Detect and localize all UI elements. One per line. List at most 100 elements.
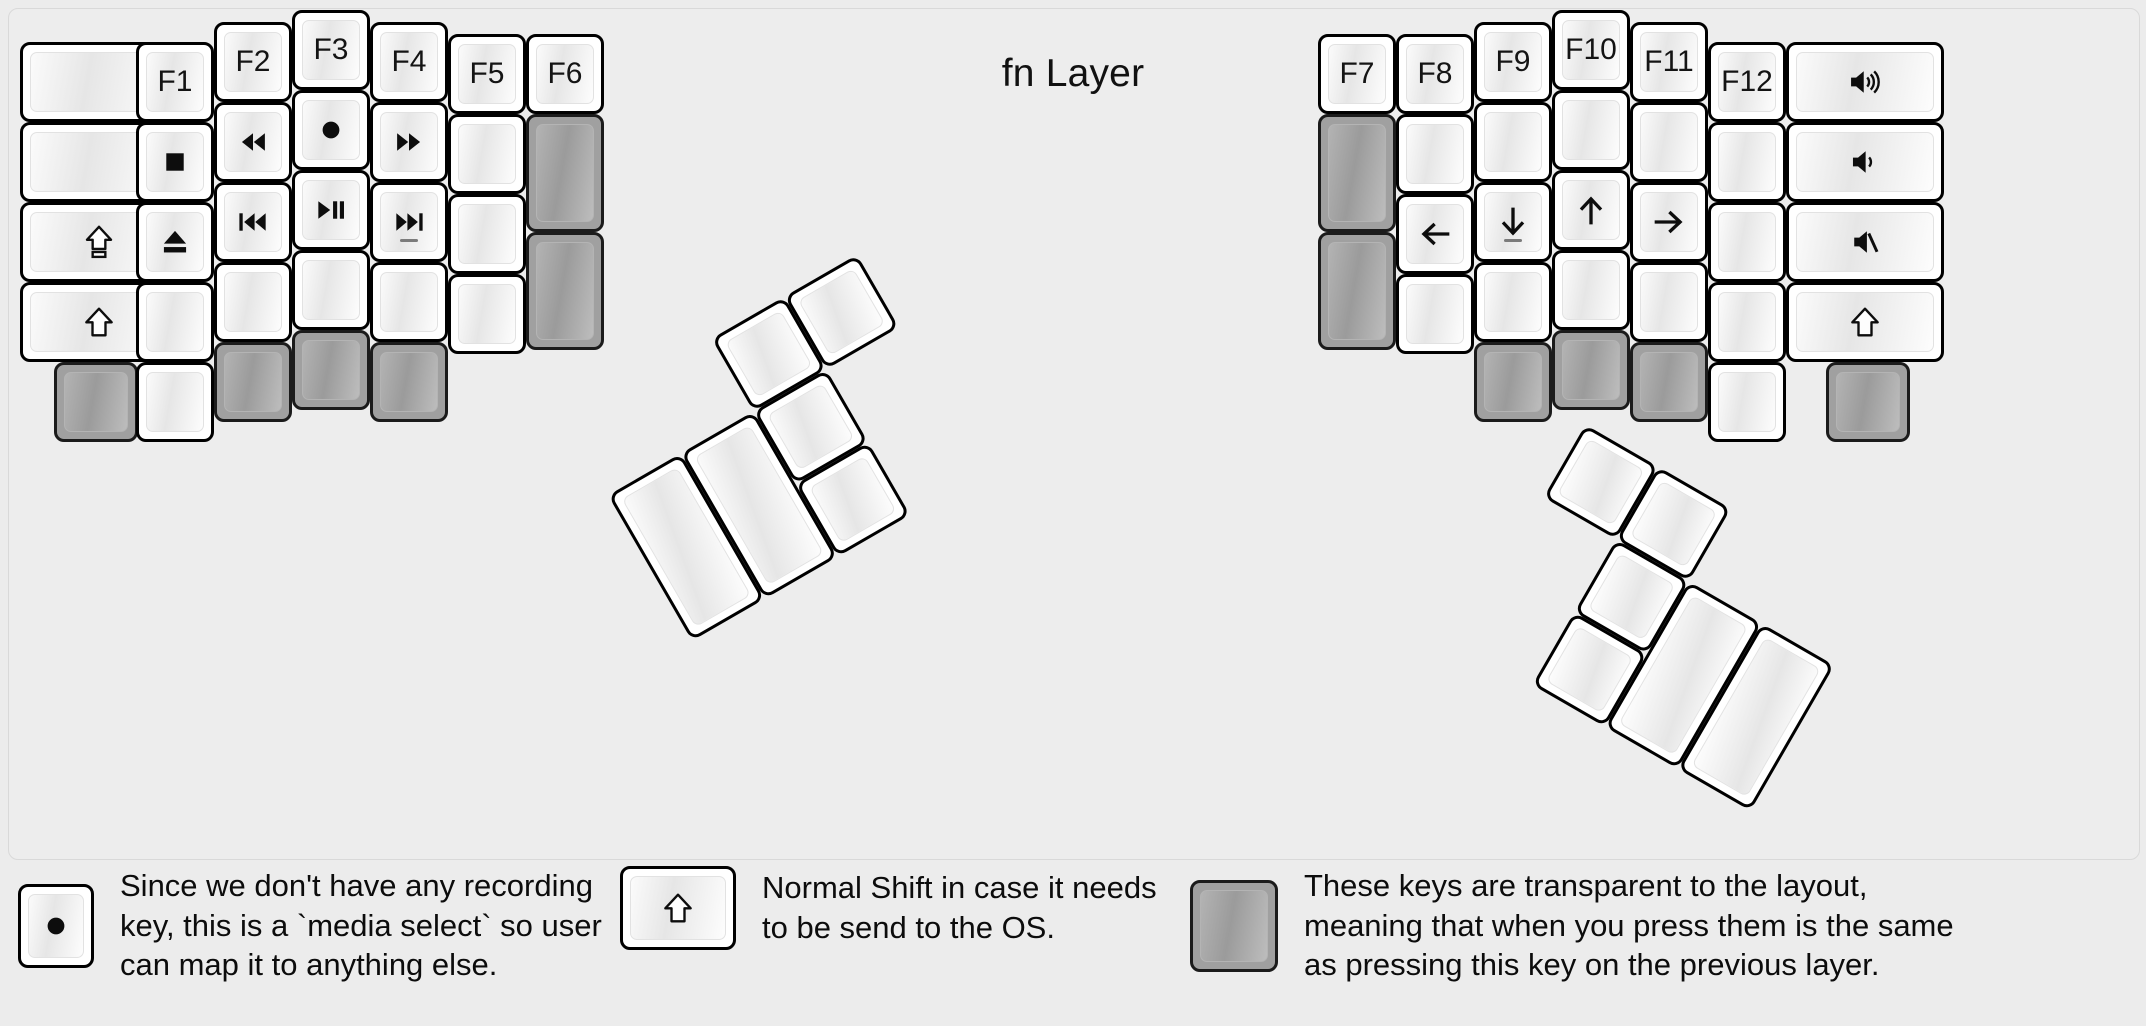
key-label: F9 (1495, 45, 1531, 78)
keycap-face (1836, 372, 1900, 432)
key-blank-20[interactable] (1708, 202, 1786, 282)
legend-transparent-key[interactable] (1190, 879, 1278, 972)
key-media-prev[interactable] (214, 182, 292, 262)
key-f1[interactable]: F1 (136, 42, 214, 122)
key-label: F5 (469, 57, 505, 90)
key-blank-17[interactable] (1630, 102, 1708, 182)
key-transparent-2[interactable] (214, 342, 292, 422)
key-f8[interactable]: F8 (1396, 34, 1474, 114)
key-label: F6 (547, 57, 583, 90)
key-blank-6[interactable] (292, 250, 370, 330)
legend-shift-key[interactable] (620, 866, 736, 950)
key-arrow-up[interactable] (1552, 170, 1630, 250)
key-blank-9[interactable] (448, 194, 526, 274)
keycap-face (224, 272, 282, 332)
keycap-face (64, 372, 128, 432)
key-underbar-marker (400, 239, 418, 242)
legend: Since we don't have any recording key, t… (0, 866, 2146, 1026)
key-blank-14[interactable] (1474, 262, 1552, 342)
key-blank-7[interactable] (370, 262, 448, 342)
shift-icon (659, 889, 697, 927)
key-f12[interactable]: F12 (1708, 42, 1786, 122)
key-transparent-10[interactable] (1552, 330, 1630, 410)
shift-icon (1846, 303, 1884, 341)
key-f9[interactable]: F9 (1474, 22, 1552, 102)
key-blank-3[interactable] (136, 282, 214, 362)
keycap-face (458, 204, 516, 264)
key-media-record[interactable] (292, 90, 370, 170)
key-blank-22[interactable] (1708, 362, 1786, 442)
key-label: F3 (313, 33, 349, 66)
keycap-face (1796, 212, 1934, 272)
keycap-face (28, 893, 84, 958)
key-transparent-4[interactable] (370, 342, 448, 422)
key-arrow-down[interactable] (1474, 182, 1552, 262)
keycap-face (302, 260, 360, 320)
keycap-face (1328, 242, 1386, 340)
keycap-face (458, 284, 516, 344)
key-volume-up[interactable] (1786, 42, 1944, 122)
media-eject-icon (156, 223, 194, 261)
key-media-playpause[interactable] (292, 170, 370, 250)
key-blank-16[interactable] (1552, 250, 1630, 330)
keycap-face: F11 (1640, 32, 1698, 92)
legend-transparent-text: These keys are transparent to the layout… (1304, 868, 1954, 983)
key-blank-12[interactable] (1396, 274, 1474, 354)
key-volume-down[interactable] (1786, 122, 1944, 202)
key-transparent-7[interactable] (1318, 114, 1396, 232)
key-blank-18[interactable] (1630, 262, 1708, 342)
key-transparent-3[interactable] (292, 330, 370, 410)
media-next-icon (390, 203, 428, 241)
key-media-rewind[interactable] (214, 102, 292, 182)
key-media-next[interactable] (370, 182, 448, 262)
keycap-face (224, 192, 282, 252)
key-blank-10[interactable] (448, 274, 526, 354)
key-media-stop[interactable] (136, 122, 214, 202)
key-transparent-12[interactable] (1826, 362, 1910, 442)
key-blank-5[interactable] (214, 262, 292, 342)
key-transparent-8[interactable] (1318, 232, 1396, 350)
legend-shift-text: Normal Shift in case it needs to be send… (762, 870, 1157, 945)
key-transparent-1[interactable] (54, 362, 138, 442)
media-rewind-icon (234, 123, 272, 161)
key-transparent-9[interactable] (1474, 342, 1552, 422)
key-transparent-6[interactable] (526, 232, 604, 350)
keycap-face (797, 268, 886, 356)
key-transparent-5[interactable] (526, 114, 604, 232)
keycap-face (1545, 625, 1634, 714)
keycap-face (1406, 204, 1464, 264)
keycap-face (380, 272, 438, 332)
key-arrow-right[interactable] (1630, 182, 1708, 262)
key-blank-21[interactable] (1708, 282, 1786, 362)
key-arrow-left[interactable] (1396, 194, 1474, 274)
legend-record-key[interactable] (18, 883, 94, 968)
key-transparent-11[interactable] (1630, 342, 1708, 422)
keycap-face (1640, 112, 1698, 172)
key-f7[interactable]: F7 (1318, 34, 1396, 114)
key-blank-15[interactable] (1552, 90, 1630, 170)
key-volume-mute[interactable] (1786, 202, 1944, 282)
key-blank-4[interactable] (136, 362, 214, 442)
key-f3[interactable]: F3 (292, 10, 370, 90)
keycap-face (536, 124, 594, 222)
key-shift-right[interactable] (1786, 282, 1944, 362)
keycap-face (1640, 272, 1698, 332)
key-blank-11[interactable] (1396, 114, 1474, 194)
key-blank-8[interactable] (448, 114, 526, 194)
key-f11[interactable]: F11 (1630, 22, 1708, 102)
media-fastforward-icon (390, 123, 428, 161)
key-blank-13[interactable] (1474, 102, 1552, 182)
key-f4[interactable]: F4 (370, 22, 448, 102)
key-underbar-marker (1504, 239, 1522, 242)
key-blank-19[interactable] (1708, 122, 1786, 202)
key-f10[interactable]: F10 (1552, 10, 1630, 90)
key-media-fastforward[interactable] (370, 102, 448, 182)
key-f2[interactable]: F2 (214, 22, 292, 102)
key-label: F10 (1565, 33, 1617, 66)
key-f6[interactable]: F6 (526, 34, 604, 114)
key-media-eject[interactable] (136, 202, 214, 282)
keycap-face: F8 (1406, 44, 1464, 104)
keycap-face (1406, 124, 1464, 184)
keycap-face (302, 180, 360, 240)
key-f5[interactable]: F5 (448, 34, 526, 114)
